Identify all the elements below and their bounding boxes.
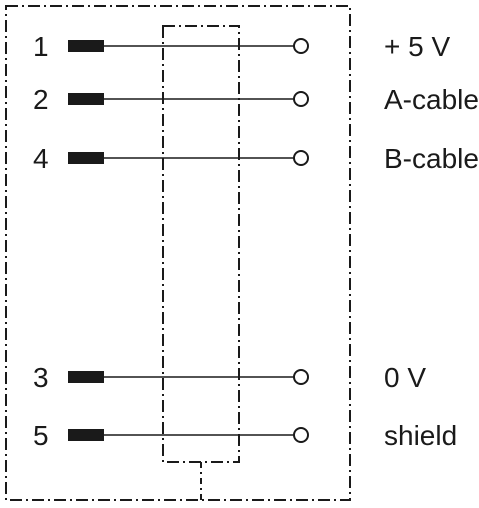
shield-box — [162, 25, 240, 463]
pin-number: 4 — [33, 143, 49, 174]
pin-contact — [68, 152, 104, 164]
pin-number: 5 — [33, 420, 49, 451]
pin-row-3: 3 0 V — [33, 362, 426, 393]
pin-row-2: 2 A-cable — [33, 84, 479, 115]
pin-contact — [68, 429, 104, 441]
signal-label: B-cable — [384, 143, 479, 174]
terminal-circle — [293, 369, 309, 385]
pin-row-5: 5 shield — [33, 420, 457, 451]
terminal-circle — [293, 38, 309, 54]
pin-contact — [68, 93, 104, 105]
signal-label: + 5 V — [384, 31, 450, 62]
housing-outline — [5, 5, 351, 501]
pin-row-1: 1 + 5 V — [33, 31, 450, 62]
pin-number: 3 — [33, 362, 49, 393]
pin-contact — [68, 371, 104, 383]
pin-number: 1 — [33, 31, 49, 62]
signal-label: A-cable — [384, 84, 479, 115]
pin-row-4: 4 B-cable — [33, 143, 479, 174]
signal-label: 0 V — [384, 362, 426, 393]
pin-number: 2 — [33, 84, 49, 115]
terminal-circle — [293, 427, 309, 443]
pin-contact — [68, 40, 104, 52]
terminal-circle — [293, 150, 309, 166]
signal-label: shield — [384, 420, 457, 451]
terminal-circle — [293, 91, 309, 107]
